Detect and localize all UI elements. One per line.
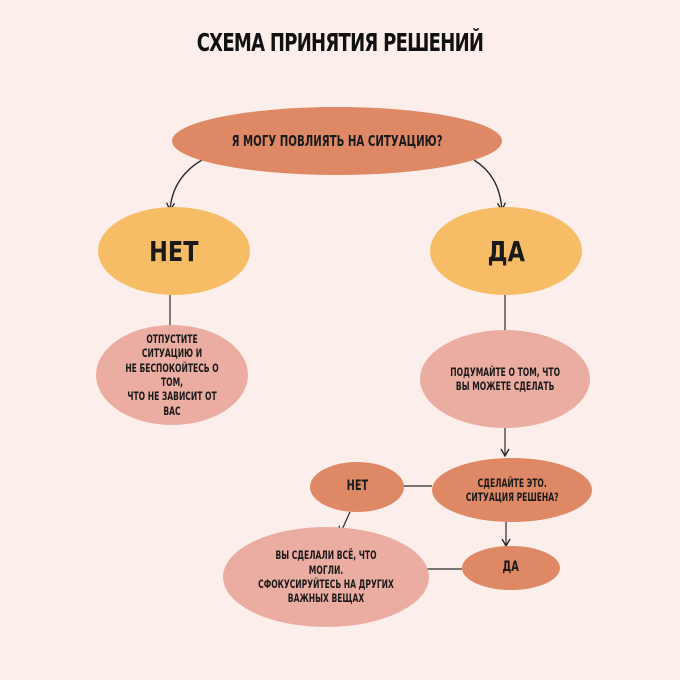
node-can-i-influence: Я МОГУ ПОВЛИЯТЬ НА СИТУАЦИЮ? [172, 107, 502, 175]
node-focus-elsewhere: ВЫ СДЕЛАЛИ ВСЁ, ЧТО МОГЛИ. СФОКУСИРУЙТЕС… [223, 527, 429, 627]
node-think-what-you-can-do: ПОДУМАЙТЕ О ТОМ, ЧТО ВЫ МОЖЕТЕ СДЕЛАТЬ [420, 330, 590, 428]
node-yes-2: ДА [462, 546, 560, 590]
node-yes: ДА [430, 207, 582, 295]
node-let-go: ОТПУСТИТЕ СИТУАЦИЮ И НЕ БЕСПОКОЙТЕСЬ О Т… [96, 325, 248, 425]
arrow-question-to-no [165, 159, 203, 212]
diagram-title: СХЕМА ПРИНЯТИЯ РЕШЕНИЙ [196, 28, 484, 57]
arrow-question-to-yes [473, 159, 507, 212]
node-is-solved: СДЕЛАЙТЕ ЭТО. СИТУАЦИЯ РЕШЕНА? [432, 458, 592, 522]
node-no: НЕТ [98, 207, 250, 295]
node-no-2: НЕТ [310, 462, 404, 512]
